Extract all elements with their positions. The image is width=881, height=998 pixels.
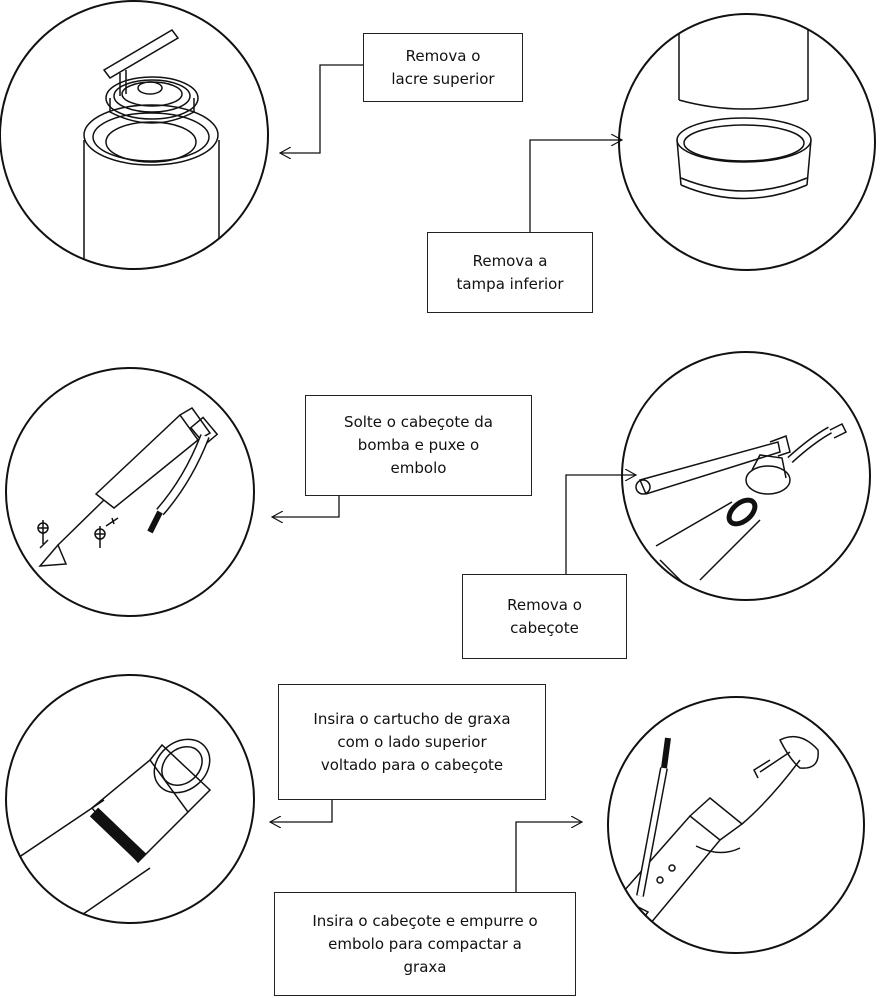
connector-step-4: [565, 475, 636, 574]
step-3-label: Solte o cabeçote da bomba e puxe o embol…: [305, 395, 532, 496]
connector-step-5: [270, 800, 333, 822]
step-3-text: Solte o cabeçote da bomba e puxe o embol…: [344, 413, 493, 477]
step-4-text: Remova o cabeçote: [507, 595, 582, 637]
step-5-text: Insira o cartucho de graxa com o lado su…: [313, 709, 511, 774]
step-6-label: Insira o cabeçote e empurre o embolo par…: [274, 892, 576, 996]
step-4-label: Remova o cabeçote: [462, 574, 627, 659]
illustration-insert-cartridge: [5, 674, 255, 924]
illustration-bottom-cap: [618, 13, 876, 271]
step-2-text: Remova a tampa inferior: [456, 251, 564, 293]
connector-step-1: [280, 64, 363, 153]
step-5-label: Insira o cartucho de graxa com o lado su…: [278, 684, 546, 800]
illustration-loosen-head: [5, 367, 255, 617]
step-1-text: Remova o lacre superior: [391, 46, 495, 88]
connector-lines: [270, 64, 636, 892]
step-2-label: Remova a tampa inferior: [427, 232, 593, 313]
illustration-remove-head: [621, 351, 871, 601]
illustration-push-plunger: [607, 696, 865, 954]
connector-step-6: [515, 822, 582, 892]
connector-step-2: [529, 140, 622, 232]
connector-step-3: [272, 495, 340, 517]
illustration-top-seal: [0, 0, 269, 270]
step-6-text: Insira o cabeçote e empurre o embolo par…: [312, 911, 538, 976]
step-1-label: Remova o lacre superior: [363, 33, 523, 102]
